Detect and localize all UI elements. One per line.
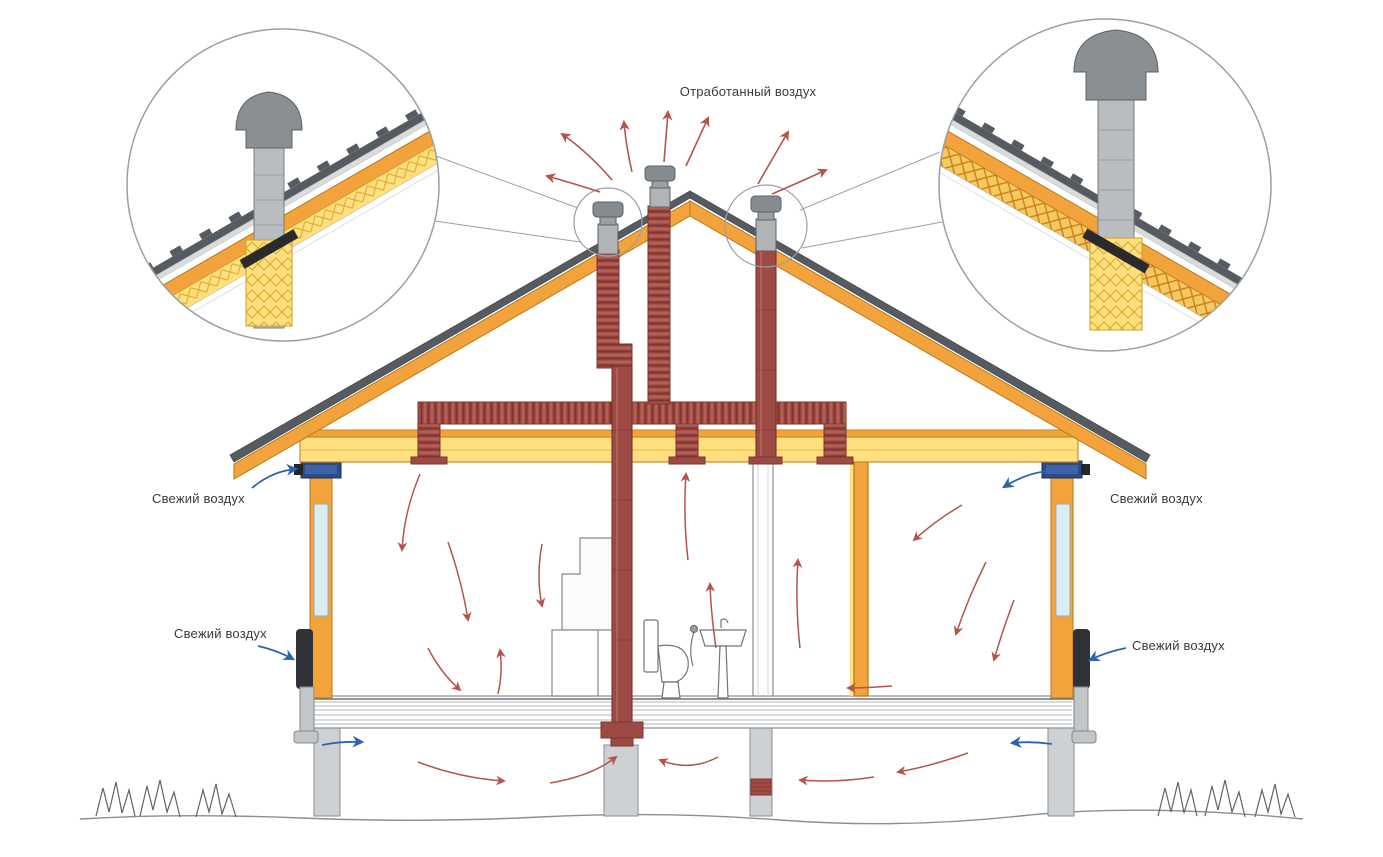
stove-flue — [561, 537, 613, 631]
pier-right — [1047, 727, 1075, 817]
roof-vent-3 — [750, 195, 782, 252]
callout-connector-lines — [427, 151, 943, 249]
riser-elbow — [596, 343, 633, 369]
duct-floor-boot — [600, 721, 644, 739]
roof-sheet-right — [689, 190, 1151, 463]
roof-vent-1 — [592, 201, 624, 255]
fresh-air-arrows — [251, 463, 1127, 748]
detail-right-vent — [1073, 29, 1159, 331]
detail-left-vent — [235, 91, 303, 329]
hand-shower — [689, 624, 699, 667]
floor-structure — [307, 695, 1075, 729]
toilet — [643, 619, 689, 699]
pier-air-grille — [750, 778, 772, 796]
bathroom-wall — [752, 459, 774, 697]
riser-vent-1 — [596, 249, 620, 347]
intake-pipe-left — [299, 686, 315, 736]
roof-rafters-right — [689, 200, 1147, 480]
callout-ring-left-vent — [573, 187, 643, 257]
fresh-air-label-top-right: Свежий воздух — [1110, 491, 1203, 506]
pier-center-right — [749, 727, 773, 817]
exhaust-duct-system — [410, 205, 854, 747]
grass-right — [1157, 779, 1296, 818]
callout-ring-right-vent — [724, 184, 808, 268]
wall-vent-bottom-right — [1073, 629, 1090, 689]
exhaust-air-label: Отработанный воздух — [679, 84, 817, 99]
pier-center-left — [603, 744, 639, 817]
riser-vent-2 — [647, 205, 671, 405]
roof-vent-2 — [644, 165, 676, 208]
fresh-air-label-bottom-right: Свежий воздух — [1132, 638, 1225, 653]
window-right — [1055, 503, 1071, 617]
foundation-piers — [313, 727, 1075, 817]
exhaust-air-arrows — [544, 109, 828, 195]
ground-line — [79, 809, 1304, 825]
sink — [699, 618, 747, 699]
fresh-air-label-bottom-left: Свежий воздух — [174, 626, 267, 641]
roof — [229, 190, 1151, 480]
fresh-air-label-top-left: Свежий воздух — [152, 491, 245, 506]
cabinet — [551, 629, 599, 697]
interior-fixtures — [551, 459, 869, 699]
grass-left — [95, 779, 237, 818]
intake-pipe-right — [1073, 686, 1089, 736]
interior-air-arrows — [397, 472, 1015, 786]
wall-right — [1041, 459, 1097, 744]
interior-stud-wall — [850, 459, 869, 697]
detail-callout-right — [938, 18, 1272, 352]
main-exhaust-duct — [611, 365, 633, 727]
wall-vent-bottom-left — [296, 629, 313, 689]
detail-callout-left — [126, 28, 440, 342]
bathroom-exhaust-duct — [755, 249, 777, 461]
window-left — [313, 503, 329, 617]
